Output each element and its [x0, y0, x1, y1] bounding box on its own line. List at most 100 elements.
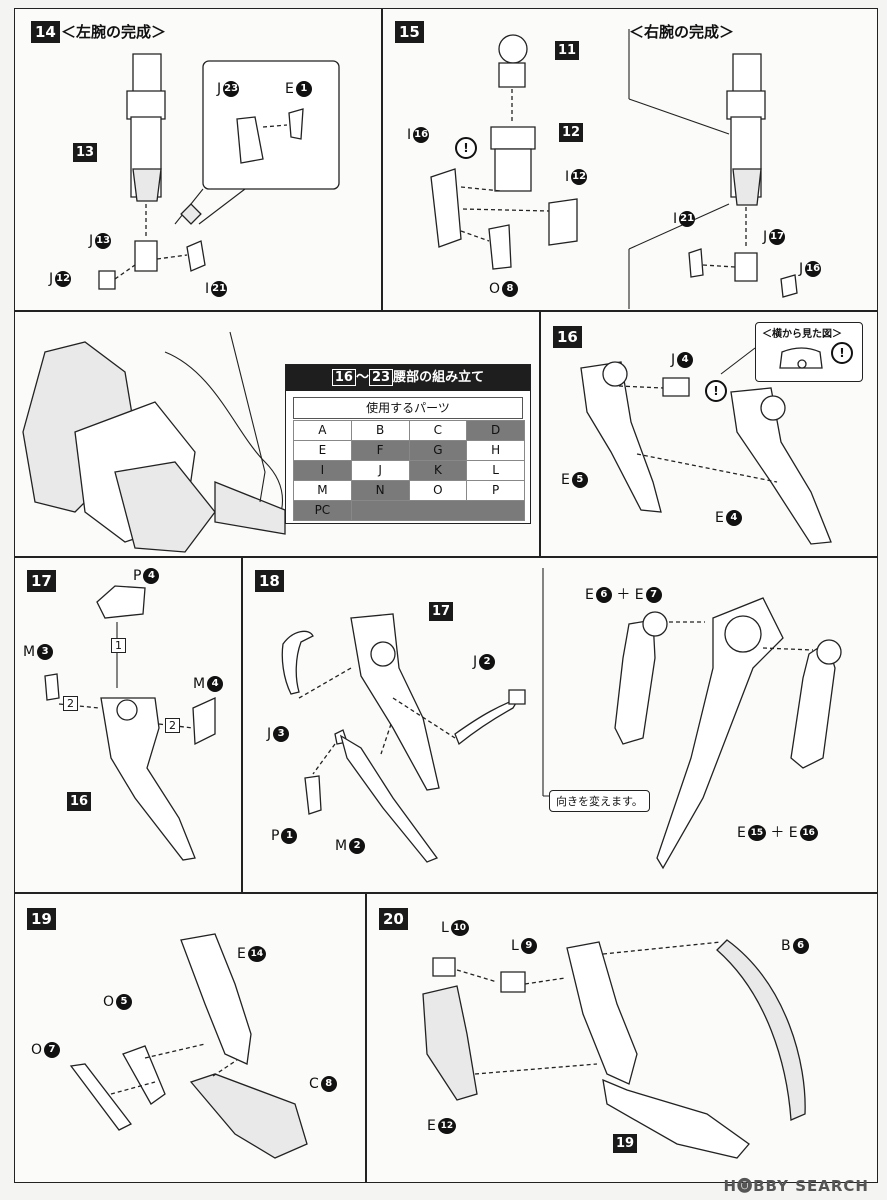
num-badge: 3 — [37, 644, 54, 660]
ref-19: 19 — [613, 1134, 638, 1153]
parts-cell: F — [351, 441, 409, 460]
num-badge: 2 — [479, 654, 496, 670]
num-badge: 3 — [273, 726, 290, 742]
parts-cell-pc: PC — [294, 501, 351, 520]
parts-cell: C — [409, 421, 467, 440]
side-view-label: ＜横から見た図＞ — [762, 329, 842, 340]
watermark-logo: H🅞BBY SEARCH — [723, 1177, 869, 1195]
num-badge: 4 — [725, 510, 742, 526]
num-badge: 15 — [747, 825, 766, 841]
num-badge: 4 — [677, 352, 694, 368]
num-badge: 4 — [143, 568, 160, 584]
step-number: 15 — [395, 21, 424, 43]
num-badge: 6 — [595, 587, 612, 603]
step-number: 20 — [379, 908, 408, 930]
sequence-2b: 2 — [165, 718, 180, 733]
num-badge: 14 — [247, 946, 266, 962]
num-badge: 6 — [792, 938, 809, 954]
num-badge: 17 — [769, 229, 786, 245]
parts-cell: P — [467, 481, 524, 500]
num-badge: 9 — [520, 938, 537, 954]
num-badge: 13 — [95, 233, 112, 249]
side-view-sketch — [779, 347, 823, 369]
step-number: 16 — [553, 326, 582, 348]
step-number: 19 — [27, 908, 56, 930]
num-badge: 21 — [679, 211, 696, 227]
parts-cell: D — [467, 421, 524, 440]
num-badge: 2 — [349, 838, 366, 854]
num-badge: 16 — [799, 825, 818, 841]
num-badge: 21 — [211, 281, 228, 297]
num-badge: 16 — [805, 261, 822, 277]
num-badge: 10 — [450, 920, 469, 936]
step17-illustration — [15, 558, 243, 894]
parts-cell: O — [409, 481, 467, 500]
step16-illustration — [541, 312, 879, 558]
sequence-2a: 2 — [63, 696, 78, 711]
num-badge: 8 — [502, 281, 519, 297]
num-badge: 12 — [571, 169, 588, 185]
parts-cell: N — [351, 481, 409, 500]
parts-cell: A — [294, 421, 351, 440]
parts-cell: G — [409, 441, 467, 460]
caution-icon: ! — [831, 342, 853, 364]
step-number: 17 — [27, 570, 56, 592]
num-badge: 8 — [320, 1076, 337, 1092]
num-badge: 16 — [413, 127, 430, 143]
ref-11: 11 — [555, 41, 580, 60]
header-step-from: 16 — [331, 369, 356, 386]
parts-cell: I — [294, 461, 351, 480]
waist-overview-illustration — [15, 312, 541, 558]
step-title: ＜右腕の完成＞ — [629, 23, 735, 41]
step-title: ＜左腕の完成＞ — [61, 23, 167, 41]
ref-16: 16 — [67, 792, 92, 811]
orientation-note: 向きを変えます。 — [549, 790, 650, 812]
sequence-1: 1 — [111, 638, 126, 653]
parts-cell: H — [467, 441, 524, 460]
num-badge: 5 — [116, 994, 133, 1010]
num-badge: 12 — [55, 271, 72, 287]
ref-13: 13 — [73, 143, 98, 162]
ref-12: 12 — [559, 123, 584, 142]
ref-17: 17 — [429, 602, 454, 621]
parts-cell: J — [351, 461, 409, 480]
right-arm-illustration — [383, 9, 879, 312]
parts-cell: E — [294, 441, 351, 460]
